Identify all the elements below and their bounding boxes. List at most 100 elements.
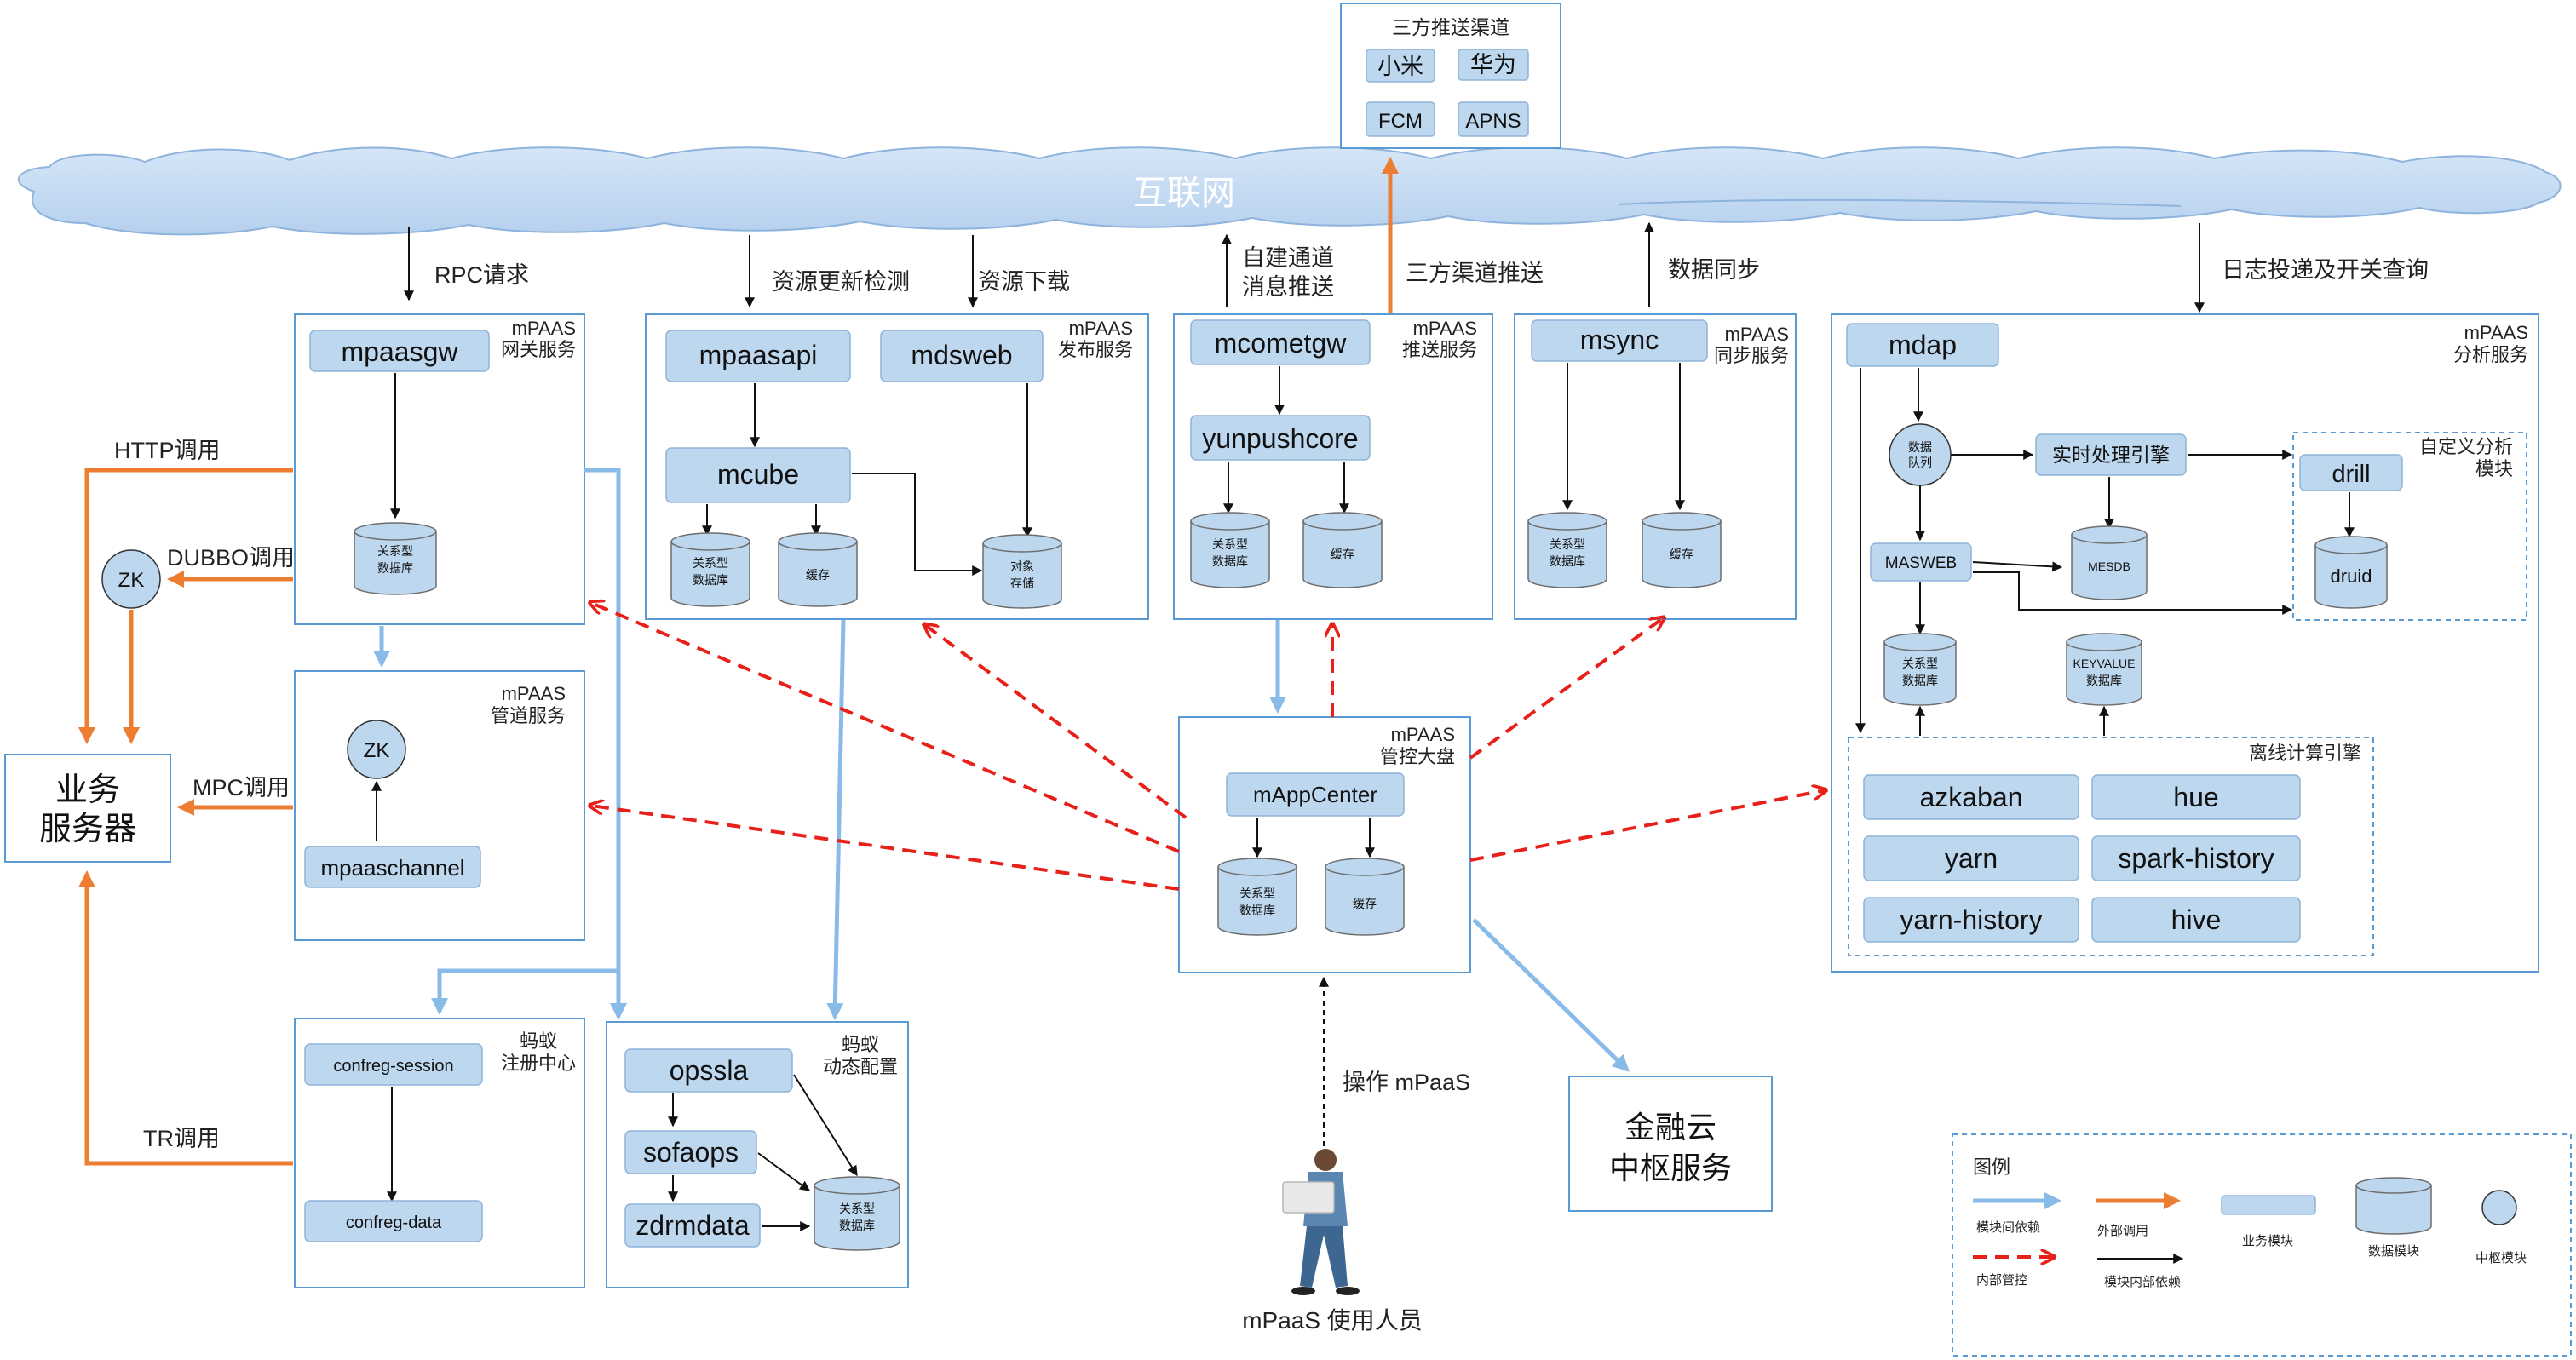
kv-l2: 数据库 [2086, 674, 2122, 687]
module-mdap: mdap [1889, 330, 1957, 360]
sync-db-rel: 关系型 数据库 [1527, 512, 1607, 588]
queue-l1: 数据 [1908, 440, 1932, 454]
module-azkaban: azkaban [1920, 782, 2023, 812]
publish-db-object: 对象 存储 [982, 534, 1062, 609]
druid-label: druid [2331, 565, 2372, 587]
user-person-icon [1282, 1149, 1360, 1295]
module-yarn-history: yarn-history [1900, 904, 2042, 935]
module-sofaops: sofaops [643, 1137, 739, 1168]
left-external: HTTP调用 DUBBO调用 ZK 业务 服务器 MPC调用 TR调用 [4, 438, 295, 1166]
legend-hub: 中枢模块 [2475, 1251, 2527, 1265]
module-mappcenter: mAppCenter [1253, 782, 1377, 807]
sync-db1-l1: 关系型 [1550, 537, 1585, 551]
label-self-channel-1: 自建通道 [1242, 245, 1334, 271]
publish-db-rel: 关系型 数据库 [670, 532, 750, 607]
publish-db2-label: 缓存 [806, 568, 830, 582]
registry-title-1: 蚂蚁 [520, 1030, 557, 1052]
publish-title-2: 发布服务 [1058, 339, 1133, 360]
registry-title-2: 注册中心 [501, 1053, 576, 1074]
dynconf-title-2: 动态配置 [823, 1056, 898, 1077]
legend-biz: 业务模块 [2242, 1234, 2293, 1248]
label-third-push: 三方渠道推送 [1406, 261, 1544, 286]
module-mdsweb: mdsweb [911, 340, 1012, 370]
push-db2-label: 缓存 [1331, 548, 1354, 561]
label-http: HTTP调用 [114, 438, 221, 463]
console-title-1: mPAAS [1391, 724, 1455, 745]
channel-service: mPAAS 管道服务 ZK mpaaschannel [294, 670, 585, 941]
gateway-service: mPAAS 网关服务 mpaasgw 关系型 数据库 [294, 313, 585, 625]
zk-channel-label: ZK [364, 739, 390, 762]
push-db-cache: 缓存 [1302, 512, 1383, 588]
gateway-db-l1: 关系型 [377, 544, 413, 558]
gateway-title-1: mPAAS [512, 318, 576, 339]
module-mpaaschannel: mpaaschannel [320, 855, 464, 881]
legend-title: 图例 [1973, 1156, 2010, 1178]
fincloud-box: 金融云 中枢服务 [1568, 1076, 1773, 1212]
module-yunpushcore: yunpushcore [1202, 423, 1358, 454]
channel-huawei: 华为 [1470, 52, 1516, 77]
legend-data-swatch [2355, 1177, 2432, 1235]
biz-server-l2: 服务器 [39, 812, 136, 847]
module-drill: drill [2332, 461, 2370, 488]
zk-hub-channel: ZK [347, 720, 406, 779]
legend: 图例 模块间依赖 外部调用 业务模块 数据模块 中枢模块 内部管控 模块内部依赖 [1952, 1133, 2572, 1357]
red-control-arrows [591, 603, 1825, 891]
analysis-db-rel: 关系型 数据库 [1883, 633, 1957, 706]
channel-title-1: mPAAS [502, 683, 566, 704]
module-confreg-session: confreg-session [333, 1057, 453, 1076]
legend-biz-swatch [2221, 1195, 2316, 1215]
analysis-rel-l1: 关系型 [1902, 657, 1938, 670]
publish-db-cache: 缓存 [778, 532, 858, 607]
internet-cloud: 互联网 [17, 146, 2562, 236]
console-db1-l1: 关系型 [1239, 887, 1275, 900]
queue-l2: 队列 [1908, 456, 1932, 469]
gateway-db-icon: 关系型 数据库 [354, 522, 437, 595]
push-db-rel: 关系型 数据库 [1190, 512, 1270, 588]
keyvalue-db: KEYVALUE 数据库 [2066, 633, 2142, 706]
offline-title: 离线计算引擎 [2249, 743, 2361, 764]
dynconf-title-1: 蚂蚁 [842, 1034, 879, 1055]
zk-hub-left: ZK [101, 549, 161, 609]
sync-db2-label: 缓存 [1670, 548, 1693, 561]
module-mpaasgw: mpaasgw [342, 336, 459, 367]
label-res-check: 资源更新检测 [772, 269, 910, 295]
gateway-title-2: 网关服务 [501, 339, 576, 360]
publish-db1-l1: 关系型 [693, 556, 728, 570]
channel-fcm: FCM [1378, 110, 1423, 133]
dynconf-db-l2: 数据库 [839, 1219, 875, 1232]
dynconf-db-l1: 关系型 [839, 1202, 875, 1215]
label-rpc: RPC请求 [434, 262, 529, 288]
analysis-title-2: 分析服务 [2453, 344, 2528, 365]
internet-label: 互联网 [1133, 175, 1235, 212]
module-confreg-data: confreg-data [346, 1214, 442, 1232]
custom-title-1: 自定义分析 [2419, 436, 2513, 457]
dynconf-db: 关系型 数据库 [814, 1176, 900, 1251]
console-title-2: 管控大盘 [1380, 746, 1455, 767]
channel-title-2: 管道服务 [491, 705, 566, 726]
mesdb-label: MESDB [2088, 559, 2130, 573]
mesdb-db: MESDB [2071, 525, 2148, 600]
top-arrows: RPC请求 资源更新检测 资源下载 自建通道 消息推送 三方渠道推送 数据同步 … [404, 157, 2429, 313]
legend-inner-dep: 模块内部依赖 [2104, 1275, 2181, 1289]
label-dubbo: DUBBO调用 [167, 545, 295, 571]
label-tr: TR调用 [143, 1126, 220, 1151]
business-server-box [4, 754, 171, 863]
analysis-title-1: mPAAS [2464, 322, 2528, 343]
sync-service: mPAAS 同步服务 msync 关系型 数据库 缓存 [1514, 313, 1797, 620]
push-service: mPAAS 推送服务 mcometgw yunpushcore 关系型 数据库 … [1173, 313, 1493, 620]
module-mcometgw: mcometgw [1215, 328, 1348, 359]
publish-service: mPAAS 发布服务 mpaasapi mdsweb mcube 关系型 数据库… [645, 313, 1149, 620]
channel-apns: APNS [1465, 110, 1521, 133]
console-db-cache: 缓存 [1325, 858, 1405, 936]
publish-db3-l1: 对象 [1010, 559, 1034, 573]
console-service: mPAAS 管控大盘 mAppCenter 关系型 数据库 缓存 [1178, 716, 1471, 973]
offline-modules: azkaban hue yarn spark-history yarn-hist… [1863, 774, 2301, 943]
label-operate: 操作 mPaaS [1343, 1070, 1470, 1095]
module-yarn: yarn [1945, 843, 1998, 874]
legend-inner-ctrl: 内部管控 [1976, 1273, 2027, 1288]
push-title-1: mPAAS [1413, 318, 1477, 339]
biz-server-l1: 业务 [55, 772, 120, 808]
sync-db1-l2: 数据库 [1550, 554, 1585, 568]
user-area: 操作 mPaaS mPaaS 使用人员 [1242, 976, 1470, 1334]
